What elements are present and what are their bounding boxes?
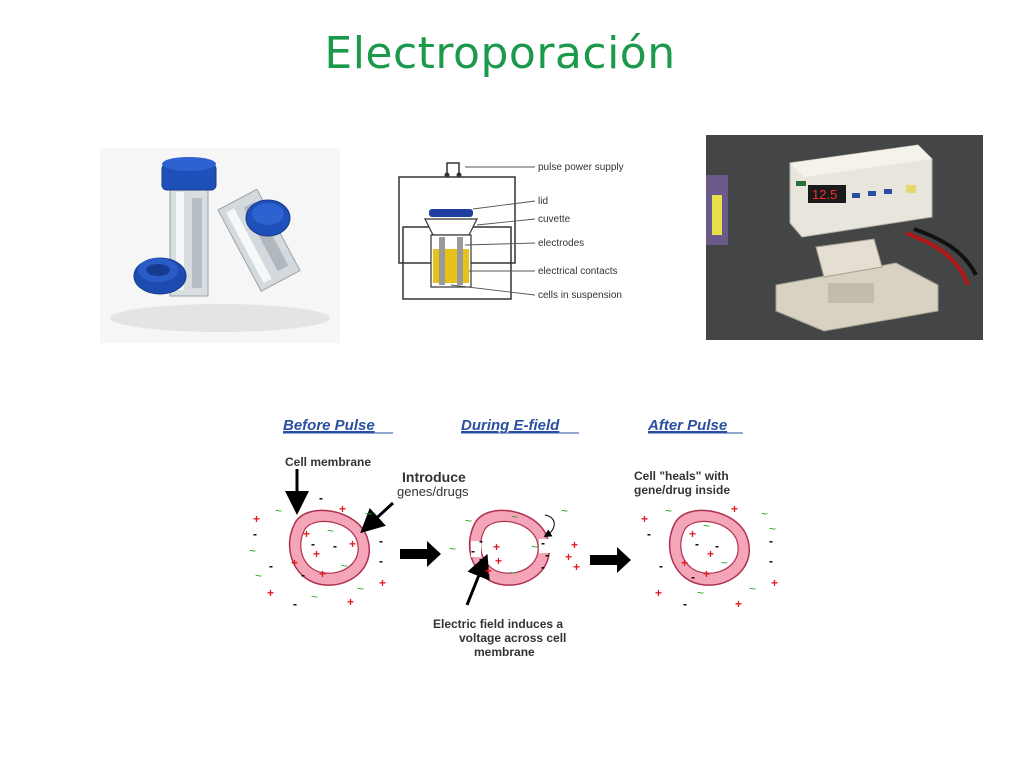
svg-text:~: ~ bbox=[357, 582, 364, 596]
device-display: 12.5 bbox=[812, 187, 837, 202]
cuvette-schematic: pulse power supply lid cuvette electrode… bbox=[385, 155, 645, 310]
svg-text:+: + bbox=[379, 576, 386, 590]
svg-text:~: ~ bbox=[341, 559, 348, 573]
svg-text:+: + bbox=[493, 540, 500, 554]
svg-text:+: + bbox=[565, 550, 572, 564]
svg-text:-: - bbox=[269, 559, 273, 573]
arrow-right-1 bbox=[400, 541, 441, 567]
svg-text:~: ~ bbox=[561, 504, 568, 518]
electroporation-stages: Before Pulse During E-field After Pulse … bbox=[245, 405, 790, 670]
slide-title: Electroporación bbox=[0, 28, 1000, 79]
svg-text:+: + bbox=[571, 538, 578, 552]
cuvette-photo bbox=[100, 148, 340, 343]
label-pulse-power-supply: pulse power supply bbox=[538, 162, 624, 173]
label-cells-in-suspension: cells in suspension bbox=[538, 290, 622, 301]
note-genes-drugs: genes/drugs bbox=[397, 484, 469, 499]
svg-text:~: ~ bbox=[327, 524, 334, 538]
note-heals-2: gene/drug inside bbox=[634, 483, 730, 497]
svg-text:-: - bbox=[683, 597, 687, 611]
svg-text:~: ~ bbox=[249, 544, 256, 558]
svg-text:-: - bbox=[691, 570, 695, 584]
heading-after-pulse: After Pulse bbox=[647, 417, 727, 434]
svg-text:-: - bbox=[253, 527, 257, 541]
svg-text:-: - bbox=[293, 597, 297, 611]
svg-text:~: ~ bbox=[703, 519, 710, 533]
svg-text:~: ~ bbox=[311, 590, 318, 604]
svg-text:+: + bbox=[253, 512, 260, 526]
svg-text:-: - bbox=[471, 544, 475, 558]
svg-text:~: ~ bbox=[255, 569, 262, 583]
svg-text:-: - bbox=[479, 552, 483, 566]
svg-text:~: ~ bbox=[511, 510, 518, 524]
svg-text:+: + bbox=[347, 595, 354, 609]
svg-text:-: - bbox=[769, 534, 773, 548]
svg-text:-: - bbox=[379, 534, 383, 548]
svg-text:~: ~ bbox=[665, 504, 672, 518]
note-electric-field-1: Electric field induces a bbox=[433, 617, 563, 631]
svg-text:-: - bbox=[311, 537, 315, 551]
svg-text:+: + bbox=[655, 586, 662, 600]
svg-text:~: ~ bbox=[531, 540, 538, 554]
svg-text:~: ~ bbox=[449, 542, 456, 556]
svg-text:+: + bbox=[485, 564, 492, 578]
svg-text:-: - bbox=[769, 554, 773, 568]
svg-text:+: + bbox=[707, 547, 714, 561]
svg-text:+: + bbox=[731, 502, 738, 516]
svg-text:+: + bbox=[703, 567, 710, 581]
heading-during-efield: During E-field bbox=[461, 417, 560, 434]
svg-text:~: ~ bbox=[365, 507, 372, 521]
svg-text:-: - bbox=[319, 491, 323, 505]
svg-text:+: + bbox=[641, 512, 648, 526]
svg-text:+: + bbox=[771, 576, 778, 590]
svg-text:~: ~ bbox=[509, 566, 516, 580]
svg-text:~: ~ bbox=[761, 507, 768, 521]
svg-text:-: - bbox=[479, 534, 483, 548]
electroporator-photo: 12.5 bbox=[706, 135, 983, 340]
svg-text:~: ~ bbox=[697, 586, 704, 600]
svg-text:+: + bbox=[319, 567, 326, 581]
svg-text:-: - bbox=[545, 548, 549, 562]
svg-text:-: - bbox=[301, 568, 305, 582]
svg-text:~: ~ bbox=[275, 504, 282, 518]
note-electric-field-2: voltage across cell bbox=[459, 631, 566, 645]
svg-text:~: ~ bbox=[721, 556, 728, 570]
svg-text:+: + bbox=[349, 537, 356, 551]
svg-text:+: + bbox=[495, 554, 502, 568]
svg-text:+: + bbox=[681, 556, 688, 570]
svg-text:-: - bbox=[695, 537, 699, 551]
svg-text:~: ~ bbox=[769, 522, 776, 536]
arrow-right-2 bbox=[590, 547, 631, 573]
label-lid: lid bbox=[538, 196, 548, 207]
svg-text:-: - bbox=[379, 554, 383, 568]
label-electrical-contacts: electrical contacts bbox=[538, 266, 617, 277]
svg-text:+: + bbox=[735, 597, 742, 611]
svg-text:-: - bbox=[333, 539, 337, 553]
svg-text:-: - bbox=[659, 559, 663, 573]
svg-text:~: ~ bbox=[749, 582, 756, 596]
label-cuvette: cuvette bbox=[538, 214, 571, 225]
svg-text:-: - bbox=[647, 527, 651, 541]
svg-text:+: + bbox=[339, 502, 346, 516]
svg-text:-: - bbox=[715, 539, 719, 553]
label-electrodes: electrodes bbox=[538, 238, 584, 249]
svg-text:+: + bbox=[267, 586, 274, 600]
svg-text:+: + bbox=[291, 556, 298, 570]
heading-before-pulse: Before Pulse bbox=[283, 417, 375, 434]
svg-text:+: + bbox=[573, 560, 580, 574]
note-cell-membrane: Cell membrane bbox=[285, 455, 371, 469]
svg-text:+: + bbox=[303, 527, 310, 541]
svg-text:~: ~ bbox=[465, 514, 472, 528]
note-introduce: Introduce bbox=[402, 469, 466, 485]
svg-text:-: - bbox=[541, 560, 545, 574]
note-electric-field-3: membrane bbox=[474, 645, 535, 659]
note-heals-1: Cell "heals" with bbox=[634, 469, 729, 483]
